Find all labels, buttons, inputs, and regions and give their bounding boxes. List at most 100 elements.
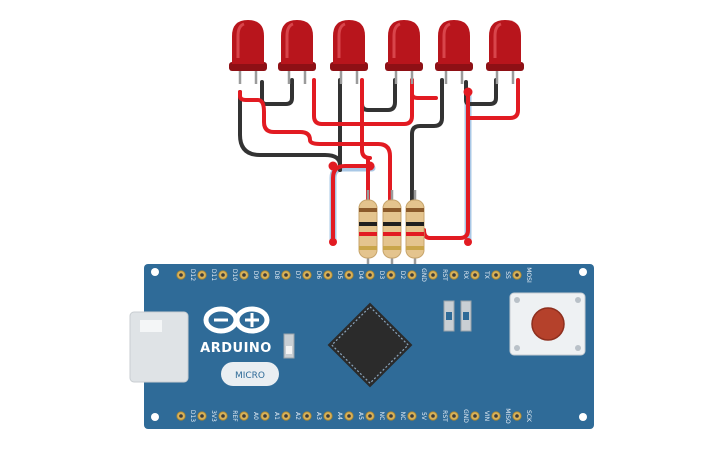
header-pin[interactable]: D10 [218, 269, 238, 281]
header-pin[interactable]: NC [365, 411, 385, 421]
resistor-body [405, 199, 425, 259]
reset-button-cap[interactable] [531, 307, 565, 341]
header-pin[interactable]: A2 [281, 411, 301, 421]
header-pin[interactable]: REF [218, 410, 238, 422]
pin-label: MOSI [525, 267, 532, 283]
led [278, 20, 316, 84]
resistor-band [359, 232, 377, 236]
header-pin[interactable]: TX [470, 270, 490, 280]
pin-label: TX [483, 270, 490, 279]
header-pin[interactable]: D6 [302, 270, 322, 280]
pin-label: D7 [294, 271, 301, 280]
pin-label: 5V [420, 412, 427, 421]
pin-hole [179, 414, 183, 418]
junction-dot [365, 161, 375, 171]
header-pin[interactable]: D9 [239, 270, 259, 280]
pin-hole [200, 273, 204, 277]
pin-hole [473, 414, 477, 418]
resistor-band [359, 222, 377, 226]
mount-hole [579, 413, 587, 421]
pin-hole [284, 273, 288, 277]
mount-hole [579, 268, 587, 276]
mount-hole [151, 268, 159, 276]
header-pin[interactable]: D5 [323, 270, 343, 280]
micro-badge [221, 362, 279, 386]
header-pin[interactable]: A0 [239, 411, 259, 421]
header-pin[interactable]: VIN [470, 411, 490, 421]
resistor-band [359, 208, 377, 212]
header-pin[interactable]: A5 [344, 411, 364, 421]
pin-label: A0 [252, 412, 259, 420]
header-pin[interactable]: D2 [386, 270, 406, 280]
pin-hole [263, 273, 267, 277]
resistor-band [406, 208, 424, 212]
resistor-group [358, 190, 425, 272]
header-pin[interactable]: D4 [344, 270, 364, 280]
pin-hole [431, 414, 435, 418]
led-highlight [285, 22, 294, 58]
pin-hole [242, 414, 246, 418]
red-wire-right-drop [422, 90, 470, 240]
led-rim [435, 62, 473, 71]
led [385, 20, 423, 84]
header-pin[interactable]: D12 [176, 269, 196, 281]
led [229, 20, 267, 84]
resistor-body [358, 199, 378, 259]
header-pin[interactable]: RST [428, 410, 448, 422]
pin-hole [221, 414, 225, 418]
pin-label: VIN [483, 411, 490, 421]
logo-plus-v [250, 313, 254, 327]
header-pin[interactable]: RST [428, 269, 448, 281]
led [486, 20, 524, 84]
junction-dot [463, 87, 473, 97]
pin-hole [515, 273, 519, 277]
header-pin[interactable]: D8 [260, 270, 280, 280]
header-pin[interactable]: MOSI [512, 267, 532, 283]
pin-label: D12 [189, 269, 196, 281]
header-pin[interactable]: A4 [323, 411, 343, 421]
pin-label: GND [462, 409, 469, 423]
header-pin[interactable]: 3V3 [197, 410, 217, 422]
red-wire-3 [360, 78, 372, 202]
header-pin[interactable]: D13 [176, 410, 196, 422]
junction-dot [464, 238, 472, 246]
pin-hole [368, 414, 372, 418]
header-pin[interactable]: SCK [512, 410, 532, 423]
header-pin[interactable]: GND [449, 409, 469, 423]
header-pin[interactable]: A1 [260, 411, 280, 421]
resistor-band [383, 222, 401, 226]
pin-hole [242, 273, 246, 277]
pin-hole [473, 273, 477, 277]
pin-label: NC [399, 412, 406, 421]
header-pin[interactable]: 5V [407, 411, 427, 421]
junction-dot [328, 161, 338, 171]
header-pin[interactable]: GND [407, 268, 427, 282]
pin-label: NC [378, 412, 385, 421]
pin-label: MISO [504, 408, 511, 424]
pin-label: A3 [315, 412, 322, 420]
pin-hole [410, 414, 414, 418]
pin-label: D5 [336, 271, 343, 280]
pin-label: A1 [273, 412, 280, 420]
header-pin[interactable]: RX [449, 270, 469, 280]
pin-hole [494, 273, 498, 277]
header-pin[interactable]: SS [491, 270, 511, 280]
pin-label: A5 [357, 412, 364, 420]
pin-hole [347, 273, 351, 277]
pin-label: GND [420, 268, 427, 282]
pin-label: D13 [189, 410, 196, 422]
pin-hole [326, 414, 330, 418]
header-pin[interactable]: A3 [302, 411, 322, 421]
pin-label: D9 [252, 271, 259, 280]
reset-button[interactable] [509, 292, 586, 356]
resistor [358, 190, 378, 272]
header-pin[interactable]: NC [386, 411, 406, 421]
header-pin[interactable]: D7 [281, 270, 301, 280]
header-pin[interactable]: D3 [365, 270, 385, 280]
pin-label: A4 [336, 412, 343, 420]
header-pin[interactable]: D11 [197, 269, 217, 281]
resistor-band [383, 246, 401, 250]
header-pin[interactable]: MISO [491, 408, 511, 424]
